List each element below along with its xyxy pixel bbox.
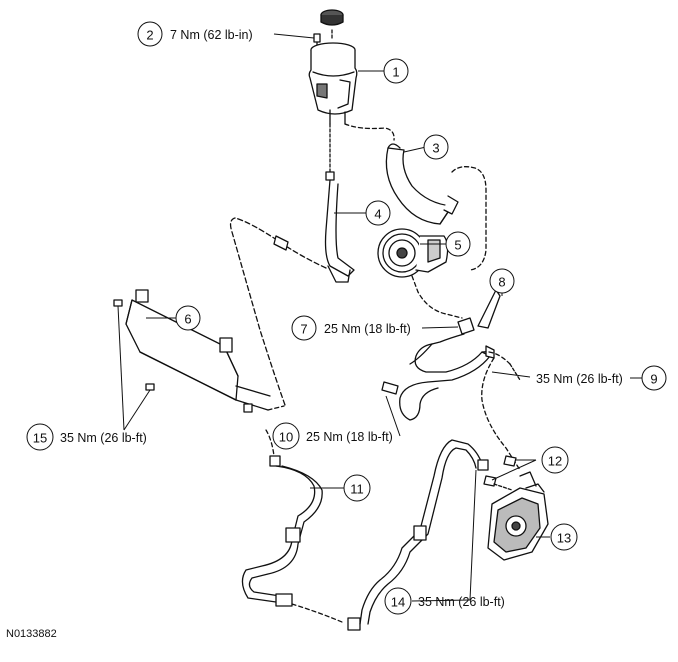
callout-7: 7 25 Nm (18 lb-ft): [291, 315, 411, 341]
supply-hose: [385, 143, 459, 225]
torque-spec: 7 Nm (62 lb-in): [170, 28, 253, 42]
callout-number: 5: [454, 238, 461, 253]
callout-12: 12: [541, 446, 569, 474]
callout-3: 3: [423, 134, 449, 160]
reservoir: [308, 42, 358, 125]
steering-gear: [487, 471, 549, 561]
torque-spec: 35 Nm (26 lb-ft): [418, 595, 505, 609]
callout-number: 6: [184, 312, 191, 327]
callout-number: 9: [650, 372, 657, 387]
callout-8: 8: [489, 268, 515, 294]
power-steering-pump: [377, 228, 463, 319]
callout-14: 14 35 Nm (26 lb-ft): [384, 587, 505, 615]
callout-5: 5: [445, 231, 471, 257]
callout-11: 11: [343, 474, 371, 502]
line-bracket: [477, 289, 501, 329]
supply-connection: [344, 123, 395, 141]
callout-number: 10: [279, 430, 293, 445]
callout-number: 11: [350, 482, 364, 497]
callouts: 1 2 7 Nm (62 lb-in) 3 4 5 6: [26, 21, 667, 615]
callout-number: 3: [432, 141, 439, 156]
cooler-bolts: [113, 299, 155, 391]
return-line: [241, 429, 361, 631]
callout-number: 4: [374, 207, 381, 222]
callout-number: 12: [548, 454, 562, 469]
callout-4: 4: [365, 200, 391, 226]
callout-10: 10 25 Nm (18 lb-ft): [272, 422, 393, 450]
torque-spec: 25 Nm (18 lb-ft): [306, 430, 393, 444]
callout-6: 6: [175, 305, 201, 331]
torque-spec: 25 Nm (18 lb-ft): [324, 322, 411, 336]
torque-spec: 35 Nm (26 lb-ft): [60, 431, 147, 445]
pressure-line-lower: [359, 439, 489, 625]
callout-13: 13: [550, 523, 578, 551]
callout-number: 8: [498, 275, 505, 290]
callout-2: 2 7 Nm (62 lb-in): [137, 21, 253, 47]
callout-1: 1: [383, 58, 409, 84]
callout-15: 15 35 Nm (26 lb-ft): [26, 423, 147, 451]
callout-number: 1: [392, 65, 399, 80]
torque-spec: 35 Nm (26 lb-ft): [536, 372, 623, 386]
pressure-lines-mid: [381, 343, 521, 471]
callout-number: 2: [146, 28, 153, 43]
callout-number: 15: [33, 431, 47, 446]
reservoir-cap: [320, 9, 344, 41]
callout-number: 13: [557, 531, 571, 546]
pressure-fitting: [431, 317, 475, 345]
gear-fittings: [483, 455, 517, 491]
callout-number: 7: [300, 322, 307, 337]
pressure-line-upper: [324, 123, 355, 283]
reservoir-bolt: [313, 33, 321, 51]
callout-number: 14: [391, 595, 405, 610]
callout-9: 35 Nm (26 lb-ft) 9: [536, 365, 667, 391]
figure-id: N0133882: [6, 628, 57, 640]
oil-cooler: [125, 289, 285, 413]
